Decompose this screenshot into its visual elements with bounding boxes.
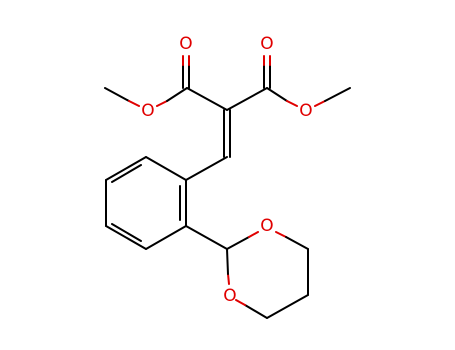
bond-ch2-ch2-bottom <box>266 294 309 319</box>
bond-acetal-oxygen-top-red <box>248 231 259 238</box>
oxygen-label-dioxane-top: O <box>260 216 273 236</box>
bond-vinyl-ring <box>185 156 228 181</box>
bond-methyl-left <box>104 87 130 102</box>
bond-methyl-right <box>324 87 351 102</box>
oxygen-label-dioxane-bottom: O <box>223 286 236 306</box>
bond-acetal-oxygen-top <box>226 236 250 250</box>
bond-ester-carbon-left <box>166 87 188 102</box>
bond-ch2-oxygen-bottom-red <box>235 299 246 306</box>
bond-ring-acetal <box>185 225 228 250</box>
oxygen-label-ester-left: O <box>141 101 154 121</box>
bond-oxygen-top-ch2-red <box>275 231 287 238</box>
bond-center-left <box>186 87 228 111</box>
bond-ring-6 <box>145 156 187 181</box>
oxygen-label-ester-right: O <box>299 101 312 121</box>
bond-center-right <box>226 87 268 111</box>
bond-oxygen-carbon-right <box>286 100 298 107</box>
bond-ring-2 <box>145 225 187 250</box>
bond-oxygen-top-ch2 <box>285 236 309 250</box>
oxygen-label-carbonyl-right: O <box>260 34 273 54</box>
oxygen-label-carbonyl-left: O <box>179 34 192 54</box>
bond-ring-5 <box>105 156 147 181</box>
bond-ring-inner-3 <box>111 164 142 183</box>
bond-ch2-oxygen-bottom <box>244 304 268 319</box>
bond-oxygen-bottom-acetal-red <box>227 273 230 285</box>
bond-ester-carbon-right <box>266 87 288 102</box>
bond-oxygen-methyl-right <box>314 100 326 107</box>
bond-ring-3 <box>105 225 147 250</box>
bond-oxygen-carbon-left <box>156 100 168 107</box>
bond-ring-inner-2 <box>111 223 142 242</box>
bond-oxygen-methyl-left <box>128 100 140 107</box>
bond-oxygen-bottom-acetal <box>226 248 229 275</box>
